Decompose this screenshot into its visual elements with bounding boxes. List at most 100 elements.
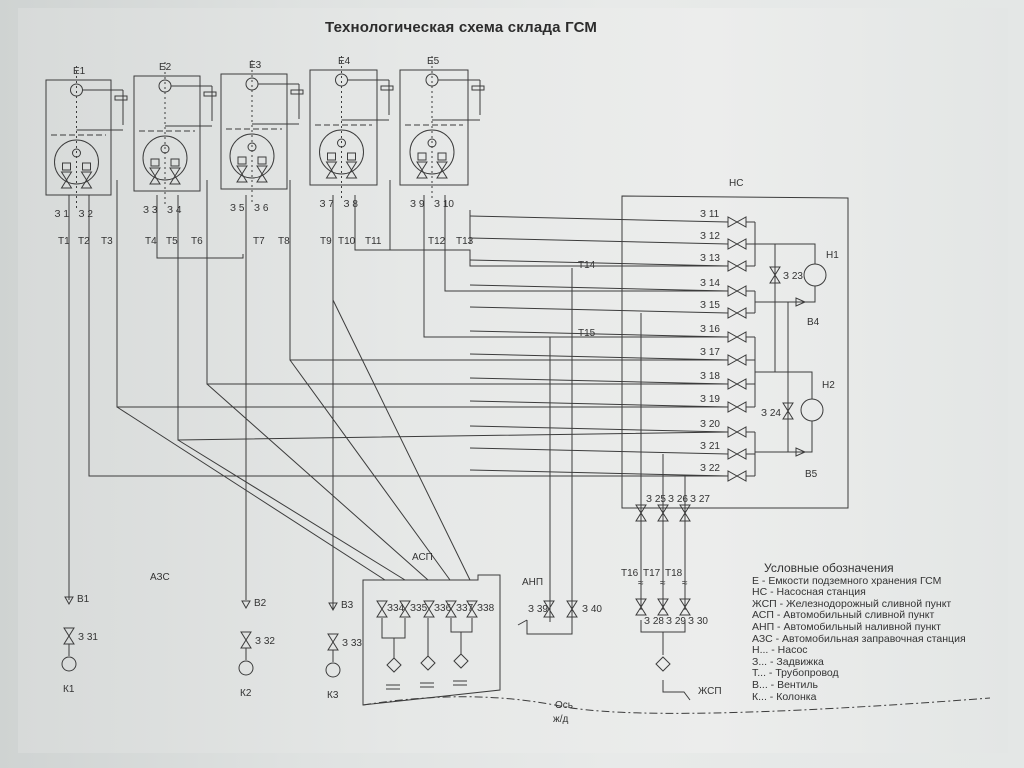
tank-5 [399, 69, 469, 186]
pipe-line [177, 439, 406, 581]
pipe-line [755, 286, 816, 303]
asp-valve-label: З37 [456, 603, 474, 614]
pump-label: Н1 [826, 250, 839, 261]
tank-4 [309, 69, 378, 186]
pipeline [116, 406, 386, 581]
zhsp-valve-icon [635, 598, 647, 616]
tank-hatch-icon [409, 129, 455, 175]
asp-valve-label: З35 [410, 603, 428, 614]
zhsp-valve-label: З 28 [644, 616, 664, 627]
pump-icon [803, 263, 827, 287]
tank-label: Е1 [73, 66, 86, 77]
station-valve-icon [727, 354, 747, 366]
diagram-title: Технологическая схема склада ГСМ [325, 19, 598, 36]
station-valve-icon [727, 448, 747, 460]
dispenser-label: К3 [327, 690, 339, 701]
pipeline-label: Т12 [428, 236, 446, 247]
tank-valve-icon [436, 161, 448, 179]
pipeline [156, 195, 244, 259]
pipeline-label: Т4 [145, 236, 157, 247]
tank-valve-icon [345, 161, 358, 179]
station-valve-label: З 11 [700, 209, 720, 220]
pipeline-label: Т17 [643, 568, 661, 579]
station-valve-icon [727, 238, 747, 250]
dispenser-icon [238, 660, 254, 676]
rail-axis-label: ж/д [553, 714, 568, 725]
tank-label: Е4 [338, 56, 351, 67]
pipe-line [469, 237, 729, 245]
outlet-valve-label: З 27 [690, 494, 710, 505]
station-valve-label: З 21 [700, 441, 720, 452]
station-valve-icon [727, 470, 747, 482]
breather-valve-icon [380, 85, 394, 91]
pipe-line [469, 353, 729, 361]
level-gauge-icon [245, 77, 259, 91]
station-valve-icon [727, 331, 747, 343]
pipeline [423, 195, 728, 338]
bypass-valve-label: З 23 [783, 271, 803, 282]
asp-valve-icon [423, 600, 435, 618]
level-gauge-icon [158, 79, 172, 93]
tank-2 [133, 75, 201, 192]
pipe-line [469, 469, 729, 477]
tank-valve-icon [325, 161, 338, 179]
legend-heading: Условные обозначения [764, 561, 894, 575]
check-valve-icon [795, 447, 807, 457]
check-valve-label: В3 [341, 600, 354, 611]
station-valve-icon [727, 426, 747, 438]
level-gauge-icon [70, 83, 83, 97]
tank-valve-label: З 6 [254, 203, 269, 214]
pipe-line [332, 299, 471, 581]
zhsp-valve-icon [657, 598, 669, 616]
tank-valve-icon [80, 171, 93, 189]
check-valve-icon [328, 602, 338, 612]
valve-actuator-icon [327, 152, 336, 161]
pipe-line [469, 330, 729, 338]
tank-valve-label: З 7 [320, 199, 335, 210]
check-valve-icon [795, 297, 807, 307]
tank-valve-icon [236, 165, 248, 183]
pipe-line [746, 243, 816, 264]
zhsp-valve-label: З 30 [688, 616, 708, 627]
loading-arm-icon [517, 619, 528, 626]
station-valve-label: З 20 [700, 419, 720, 430]
pipeline-label: Т8 [278, 236, 290, 247]
pipeline [177, 195, 729, 441]
pipeline-label: Т11 [365, 236, 382, 247]
station-valve-icon [727, 260, 747, 272]
tank-hatch-icon [229, 133, 275, 179]
outlet-valve-label: З 25 [646, 494, 666, 505]
valve-actuator-icon [237, 156, 247, 165]
level-gauge-icon [425, 73, 439, 87]
pipe-line [755, 421, 813, 453]
tank-valve-label: З 3 [143, 205, 158, 216]
dispenser-valve-icon [240, 631, 252, 649]
pump-station-box [621, 195, 849, 509]
dispenser-valve-label: З 31 [78, 632, 98, 643]
tank-valve-icon [169, 167, 181, 185]
station-valve-label: З 18 [700, 371, 720, 382]
valve-actuator-icon [62, 162, 71, 171]
asp-valve-label: З34 [387, 603, 405, 614]
pump-icon [800, 398, 824, 422]
station-valve-label: З 16 [700, 324, 720, 335]
level-sensor-icon [160, 144, 170, 154]
pipeline-label: Т7 [253, 236, 265, 247]
tank-hatch-icon [319, 129, 364, 175]
legend-item: З... - Задвижка [752, 655, 824, 668]
anp-valve-icon [566, 600, 578, 618]
dispenser-icon [325, 662, 341, 678]
pipe-line [289, 359, 451, 581]
station-valve-label: З 12 [700, 231, 720, 242]
filter-icon [420, 655, 436, 671]
tank-3 [220, 73, 288, 190]
tank-1 [45, 79, 112, 196]
asp-valve-icon [376, 600, 388, 618]
legend-item: В... - Вентиль [752, 678, 818, 691]
pipeline-label: Т5 [166, 236, 178, 247]
bypass-valve-icon [782, 402, 794, 420]
check-valve-icon [241, 600, 251, 610]
station-valve-icon [727, 216, 747, 228]
tank-valve-label: З 1 [55, 209, 70, 220]
